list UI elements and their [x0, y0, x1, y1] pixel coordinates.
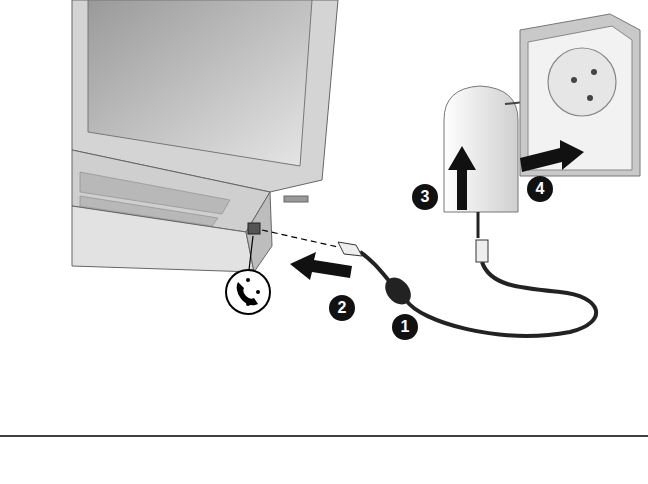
- callout-number: 4: [527, 176, 553, 202]
- callout-number: 2: [329, 295, 355, 321]
- modem-adapter: [444, 86, 525, 238]
- laptop: [72, 0, 338, 272]
- callout-number: 1: [392, 314, 418, 340]
- modem-cable: [338, 240, 596, 336]
- motion-arrows: [290, 140, 584, 280]
- page-rule: [0, 435, 648, 437]
- modem-jack-icon: [226, 236, 270, 314]
- wall-socket: [520, 14, 640, 176]
- leader-line: [262, 230, 338, 247]
- callout-number: 3: [412, 184, 438, 210]
